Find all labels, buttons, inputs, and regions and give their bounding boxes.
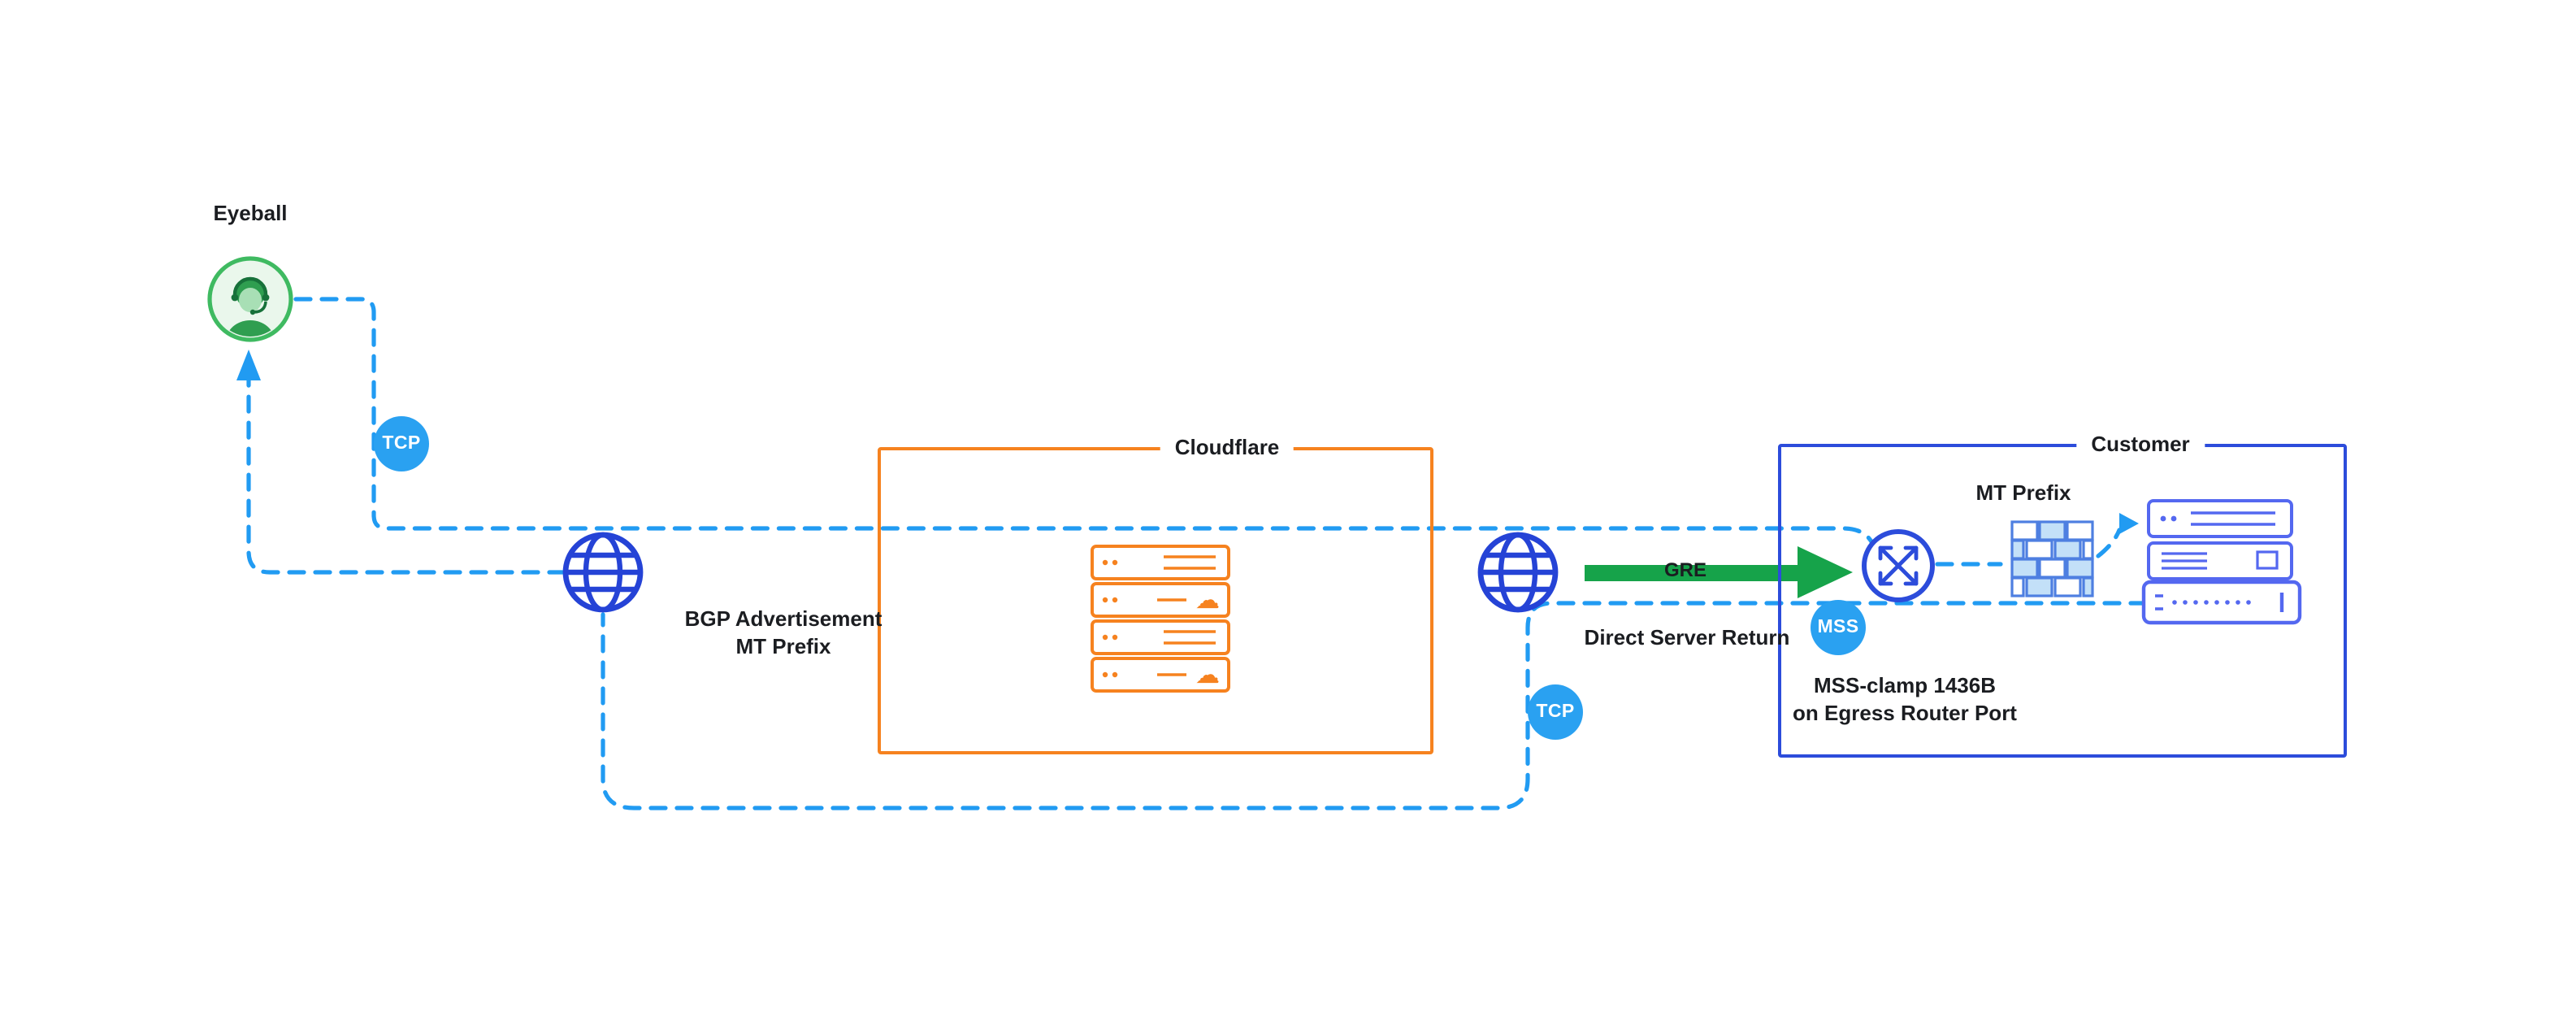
- firewall-icon: [2010, 520, 2094, 597]
- gre-arrow: [1585, 546, 1853, 598]
- mss-clamp-label-line2: on Egress Router Port: [1793, 701, 2017, 725]
- cloud-icon: ☁: [1195, 587, 1220, 614]
- gre-label: GRE: [1663, 558, 1707, 581]
- return-path-to-eyeball: [246, 376, 566, 575]
- firewall-to-servers-path: [2096, 528, 2122, 558]
- tcp-badge-left: TCP: [374, 416, 429, 471]
- servers-arrowhead-icon: [2119, 513, 2139, 534]
- cloudflare-boundary-box: [878, 447, 1433, 754]
- customer-server-2-icon: [2147, 541, 2293, 580]
- customer-server-stack-icon: [2141, 499, 2302, 625]
- forward-path-eyeball-to-router: [293, 297, 1875, 545]
- bgp-advertisement-label-line2: MT Prefix: [735, 634, 831, 658]
- internet-globe-right-icon: [1477, 532, 1559, 613]
- cloudflare-server-row-3-icon: [1091, 619, 1230, 655]
- customer-boundary-box: [1778, 444, 2347, 758]
- internet-globe-left-icon: [562, 532, 644, 613]
- bgp-advertisement-label-line1: BGP Advertisement: [684, 606, 883, 631]
- bottom-return-loop-path: [601, 601, 2148, 810]
- direct-server-return-label: Direct Server Return: [1584, 625, 1790, 650]
- cloudflare-server-row-1-icon: [1091, 545, 1230, 580]
- bgp-advertisement-label: BGP Advertisement MT Prefix: [685, 605, 883, 660]
- mt-prefix-label: MT Prefix: [1975, 480, 2071, 505]
- mss-badge: MSS: [1811, 600, 1866, 655]
- customer-server-3-icon: [2141, 580, 2302, 625]
- headset-person-icon: [207, 256, 293, 342]
- eyeball-arrowhead-icon: [236, 350, 261, 380]
- mss-clamp-label-line1: MSS-clamp 1436B: [1814, 673, 1996, 697]
- cloudflare-server-row-4-icon: ☁: [1091, 657, 1230, 693]
- mss-clamp-label: MSS-clamp 1436B on Egress Router Port: [1793, 671, 2017, 727]
- router-icon: [1862, 529, 1935, 602]
- customer-server-1-icon: [2147, 499, 2293, 538]
- tcp-badge-bottom: TCP: [1528, 684, 1583, 740]
- cloud-icon: ☁: [1195, 662, 1220, 689]
- cloudflare-server-stack-icon: ☁ ☁: [1091, 545, 1230, 693]
- eyeball-label: Eyeball: [213, 201, 288, 225]
- cloudflare-box-label: Cloudflare: [1160, 435, 1295, 459]
- customer-box-label: Customer: [2076, 432, 2205, 456]
- cloudflare-server-row-2-icon: ☁: [1091, 582, 1230, 618]
